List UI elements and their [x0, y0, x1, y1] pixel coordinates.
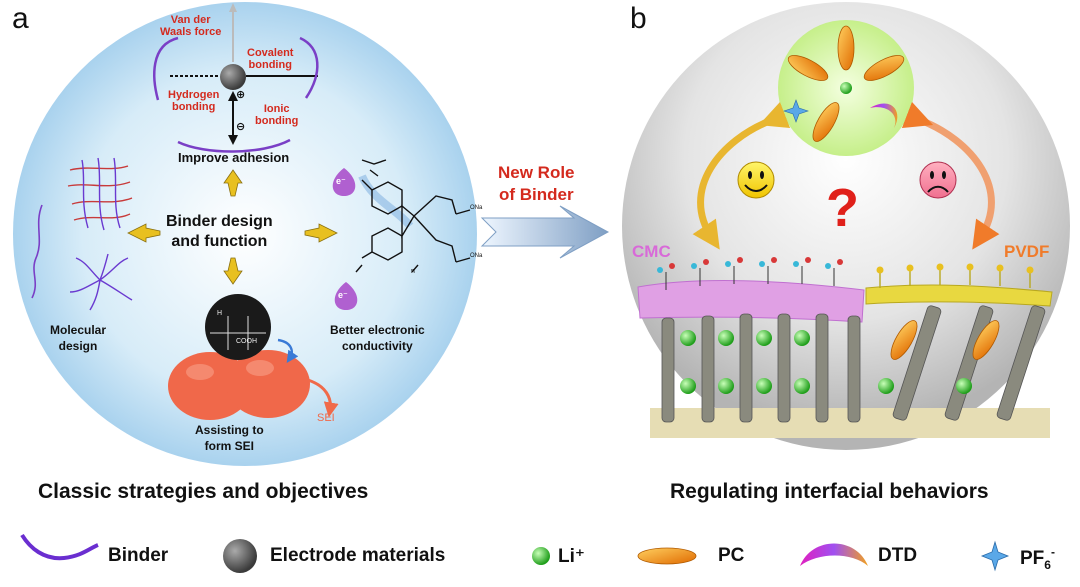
cmc-favorable-arrow-icon	[692, 101, 791, 250]
legend-pc-label: PC	[718, 545, 745, 566]
cmc-terminal-atoms	[657, 257, 843, 273]
legend-binder-icon	[20, 533, 99, 561]
minus-charge-label: ⊖	[236, 121, 246, 133]
plus-charge-label: ⊕	[236, 89, 246, 101]
center-arrows	[127, 169, 338, 285]
sei-formation-arrow-icon	[277, 338, 299, 363]
assisting-sei-label: Assisting to form SEI	[195, 423, 264, 453]
cmc-graphite-layers	[661, 313, 861, 423]
hydrogen-atom-label: H	[217, 310, 223, 317]
sad-face-icon	[919, 161, 957, 199]
legend-pc-icon	[637, 547, 697, 565]
arrow-right-icon	[304, 223, 338, 243]
sei-arrow-icon	[307, 378, 339, 418]
hydrogen-bonding-label: Hydrogen bonding	[168, 89, 220, 113]
happy-face-icon	[737, 161, 775, 199]
covalent-bonding-label: Covalent bonding	[247, 47, 294, 71]
cmc-functional-groups	[665, 266, 835, 290]
panel-a-caption: Classic strategies and objectives	[38, 480, 369, 503]
question-mark: ?	[826, 178, 859, 238]
bonding-diagram	[153, 3, 319, 153]
sei-particle-icon	[168, 294, 310, 420]
pc-solvent-molecules	[787, 25, 905, 142]
sei-label: SEI	[317, 412, 335, 424]
arrow-down-icon	[223, 257, 243, 285]
legend-li-icon	[532, 547, 550, 565]
cmc-label: CMC	[632, 242, 671, 261]
improve-adhesion-label: Improve adhesion	[178, 150, 290, 165]
legend-electrode-icon	[223, 539, 257, 573]
better-conductivity-label: Better electronic conductivity	[330, 323, 425, 353]
legend-pf6-icon	[980, 540, 1010, 572]
polymer-network-icon	[67, 157, 133, 231]
repeat-unit-n-label: n	[411, 268, 415, 275]
cooh-label: COOH	[236, 338, 257, 345]
legend-binder-label: Binder	[108, 545, 169, 566]
conductive-polymer-structure	[355, 159, 471, 273]
ionic-bonding-label: Ionic bonding	[255, 103, 299, 127]
legend-pf6-base: PF	[1020, 548, 1045, 569]
polymer-chain-icon	[31, 204, 43, 299]
electron-drop-icon	[334, 282, 358, 310]
pvdf-terminal-atoms	[876, 263, 1034, 274]
li-ions-cmc	[680, 330, 810, 394]
legend-pf6-label: PF6-	[1020, 545, 1055, 572]
legend-dtd-icon	[800, 543, 868, 566]
molecular-design-label: Molecular design	[50, 323, 107, 353]
dtd-molecule-icon	[870, 103, 898, 128]
pvdf-co-intercalated-pc	[890, 320, 1000, 360]
ona-label-2: ONa	[470, 253, 483, 259]
li-ion-center-icon	[840, 82, 852, 94]
ona-label: ONa	[470, 205, 483, 211]
new-role-of-binder-label: New Role of Binder	[498, 163, 575, 204]
panel-a-letter: a	[12, 2, 29, 35]
electrode-ball-icon	[220, 64, 246, 90]
pvdf-side-chains	[879, 269, 1031, 288]
pvdf-unfavorable-arrow-icon	[901, 101, 1000, 250]
arrow-left-icon	[127, 223, 161, 243]
electron-label-2: e⁻	[338, 290, 348, 300]
legend-dtd-label: DTD	[878, 545, 918, 566]
legend-pf6-superscript: -	[1050, 545, 1055, 559]
van-der-waals-label: Van der Waals force	[160, 14, 222, 38]
li-ions-pvdf	[878, 378, 972, 394]
panel-b-caption: Regulating interfacial behaviors	[670, 480, 989, 503]
panel-b-letter: b	[630, 2, 647, 35]
panel-a-circle	[13, 2, 477, 466]
legend-electrode-label: Electrode materials	[270, 545, 446, 566]
electron-label: e⁻	[336, 176, 346, 186]
pvdf-binder-layer	[865, 284, 1053, 307]
legend-pf6-subscript: 6	[1044, 558, 1051, 572]
big-arrow-icon	[480, 205, 610, 259]
binder-design-title: Binder design and function	[166, 213, 273, 250]
star-polymer-icon	[69, 253, 133, 311]
arrow-up-icon	[223, 169, 243, 197]
legend-li-label: Li⁺	[558, 546, 585, 567]
pvdf-label: PVDF	[1004, 242, 1050, 261]
electron-drop-icon	[332, 168, 356, 196]
